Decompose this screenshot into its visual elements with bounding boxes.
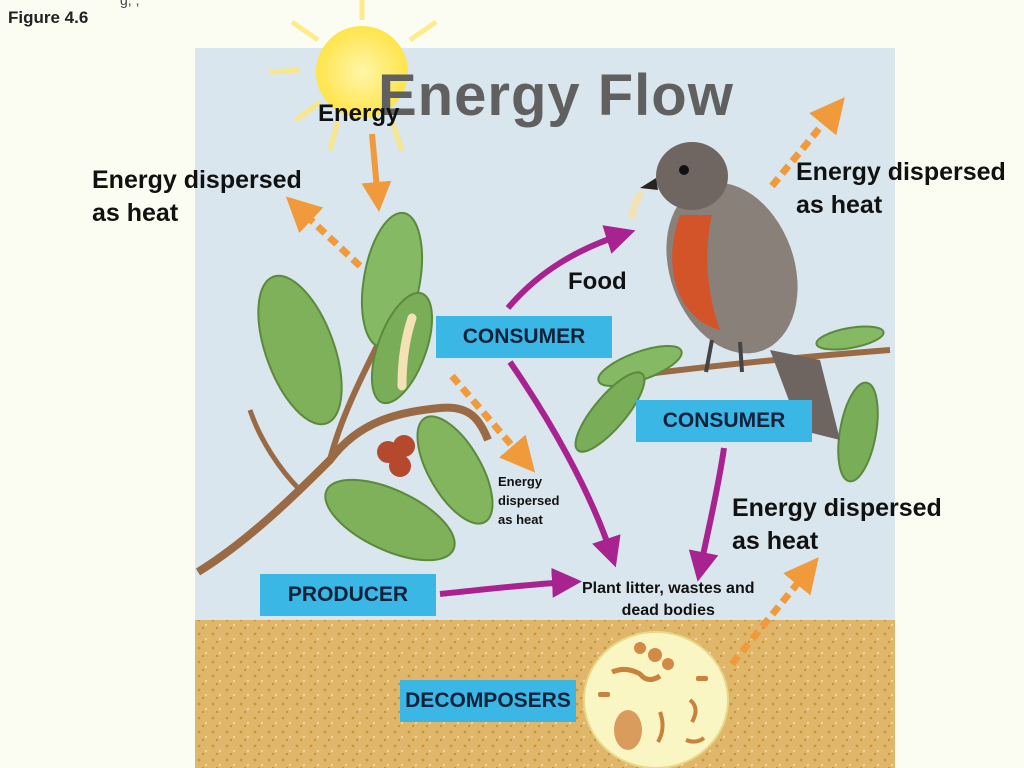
- sun-energy-arrow: [361, 133, 392, 212]
- producer-plant: [195, 211, 494, 576]
- heat-label-left: Energy dispersed as heat: [92, 166, 302, 227]
- sun-icon: [269, 0, 438, 151]
- decomposer-organisms: [583, 631, 729, 768]
- heat-arrow-left: [285, 196, 363, 269]
- heat-arrow-middle: [449, 373, 536, 473]
- bird-consumer: [628, 142, 840, 440]
- secondary-consumer-to-litter-arrow: [688, 447, 727, 582]
- heat-arrow-right-bottom: [729, 557, 819, 667]
- producer-to-litter-arrow: [439, 567, 582, 598]
- page-title: Energy Flow: [378, 63, 734, 128]
- heat-label-right-top: Energy dispersed as heat: [796, 158, 1006, 219]
- bird-branch: [574, 325, 891, 483]
- food-label: Food: [568, 268, 627, 295]
- figure-caption-cut: g, ,: [120, 0, 140, 8]
- heat-label-middle: Energy dispersed as heat: [498, 474, 560, 527]
- consumer-to-litter-arrow: [507, 360, 621, 568]
- producer-box: PRODUCER: [260, 574, 436, 616]
- food-arrow: [505, 225, 636, 310]
- consumer-primary-box: CONSUMER: [436, 316, 612, 358]
- figure-label: Figure 4.6: [8, 8, 89, 27]
- sun-energy-label: Energy: [318, 100, 400, 127]
- heat-arrow-right-top: [769, 97, 845, 189]
- litter-label: Plant litter, wastes and dead bodies: [582, 580, 755, 619]
- consumer-secondary-box: CONSUMER: [636, 400, 812, 442]
- heat-label-right-bottom: Energy dispersed as heat: [732, 494, 942, 555]
- decomposers-box: DECOMPOSERS: [400, 680, 576, 722]
